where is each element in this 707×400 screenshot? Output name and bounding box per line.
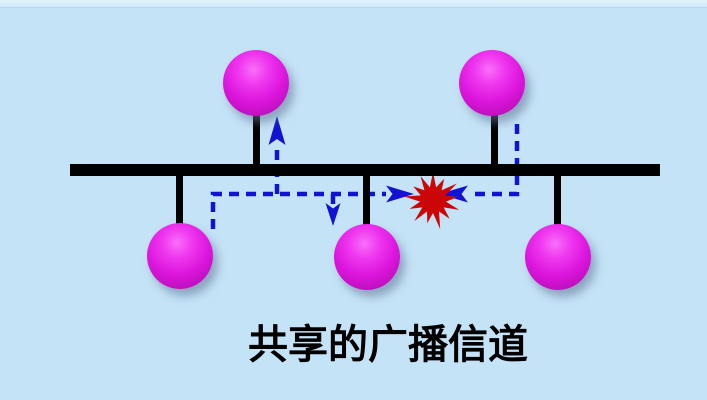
arrowhead-right-icon (386, 185, 414, 203)
node-sphere-bottom-right (525, 224, 591, 290)
drop-line-top-left (253, 110, 260, 170)
arrowhead-down-icon (325, 203, 341, 226)
drop-line-bottom-left (176, 172, 183, 228)
arrowhead-up-icon (268, 116, 286, 145)
background-top-strip (0, 0, 707, 8)
signal-path-from-top-right-node (468, 124, 520, 197)
node-sphere-top-left (223, 50, 289, 116)
arrowhead-left-icon (439, 185, 468, 203)
collision-burst (404, 172, 460, 230)
bus-line (70, 164, 660, 176)
drop-line-bottom-right (554, 172, 561, 228)
node-sphere-bottom-left (147, 223, 213, 289)
drop-line-top-right (491, 110, 498, 170)
signal-path-from-bottom-left-node (210, 191, 386, 229)
node-sphere-bottom-middle (334, 224, 400, 290)
caption: 共享的广播信道 (248, 323, 528, 367)
drop-line-bottom-middle (363, 172, 370, 228)
node-sphere-top-right (459, 50, 525, 116)
